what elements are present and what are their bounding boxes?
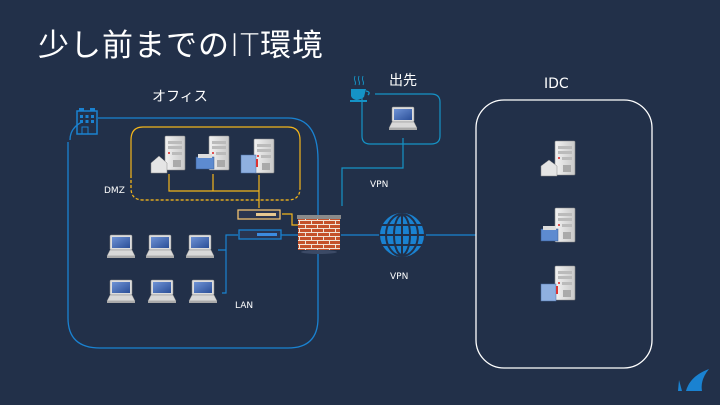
- slide-title: 少し前までのIT環境: [38, 28, 325, 64]
- idc-mail-server: [540, 140, 576, 177]
- dmz-label: DMZ: [104, 186, 125, 196]
- building-icon: [76, 108, 98, 135]
- dmz-directory-server: [240, 138, 275, 174]
- idc-label: IDC: [544, 76, 569, 92]
- office-laptops: [106, 234, 218, 304]
- remote-laptop: [388, 106, 418, 131]
- dmz-mail-server: [150, 135, 186, 174]
- idc-file-server: [540, 207, 576, 243]
- idc-boundary: [475, 99, 653, 369]
- dmz-switch: [237, 209, 281, 220]
- remote-label: 出先: [389, 73, 417, 89]
- remote-boundary: [361, 93, 441, 145]
- internet-vpn-label: VPN: [390, 272, 409, 282]
- idc-directory-server: [540, 265, 576, 302]
- lan-switch: [238, 229, 282, 240]
- remote-vpn-label: VPN: [370, 180, 389, 190]
- firewall-icon: [297, 215, 341, 254]
- globe-icon: [380, 213, 424, 257]
- coffee-cup-icon: [350, 75, 370, 102]
- office-label: オフィス: [152, 89, 208, 105]
- barracuda-logo-icon: [678, 369, 709, 391]
- office-boundary: [67, 117, 319, 349]
- lan-label: LAN: [235, 301, 254, 311]
- dmz-file-server: [195, 135, 230, 171]
